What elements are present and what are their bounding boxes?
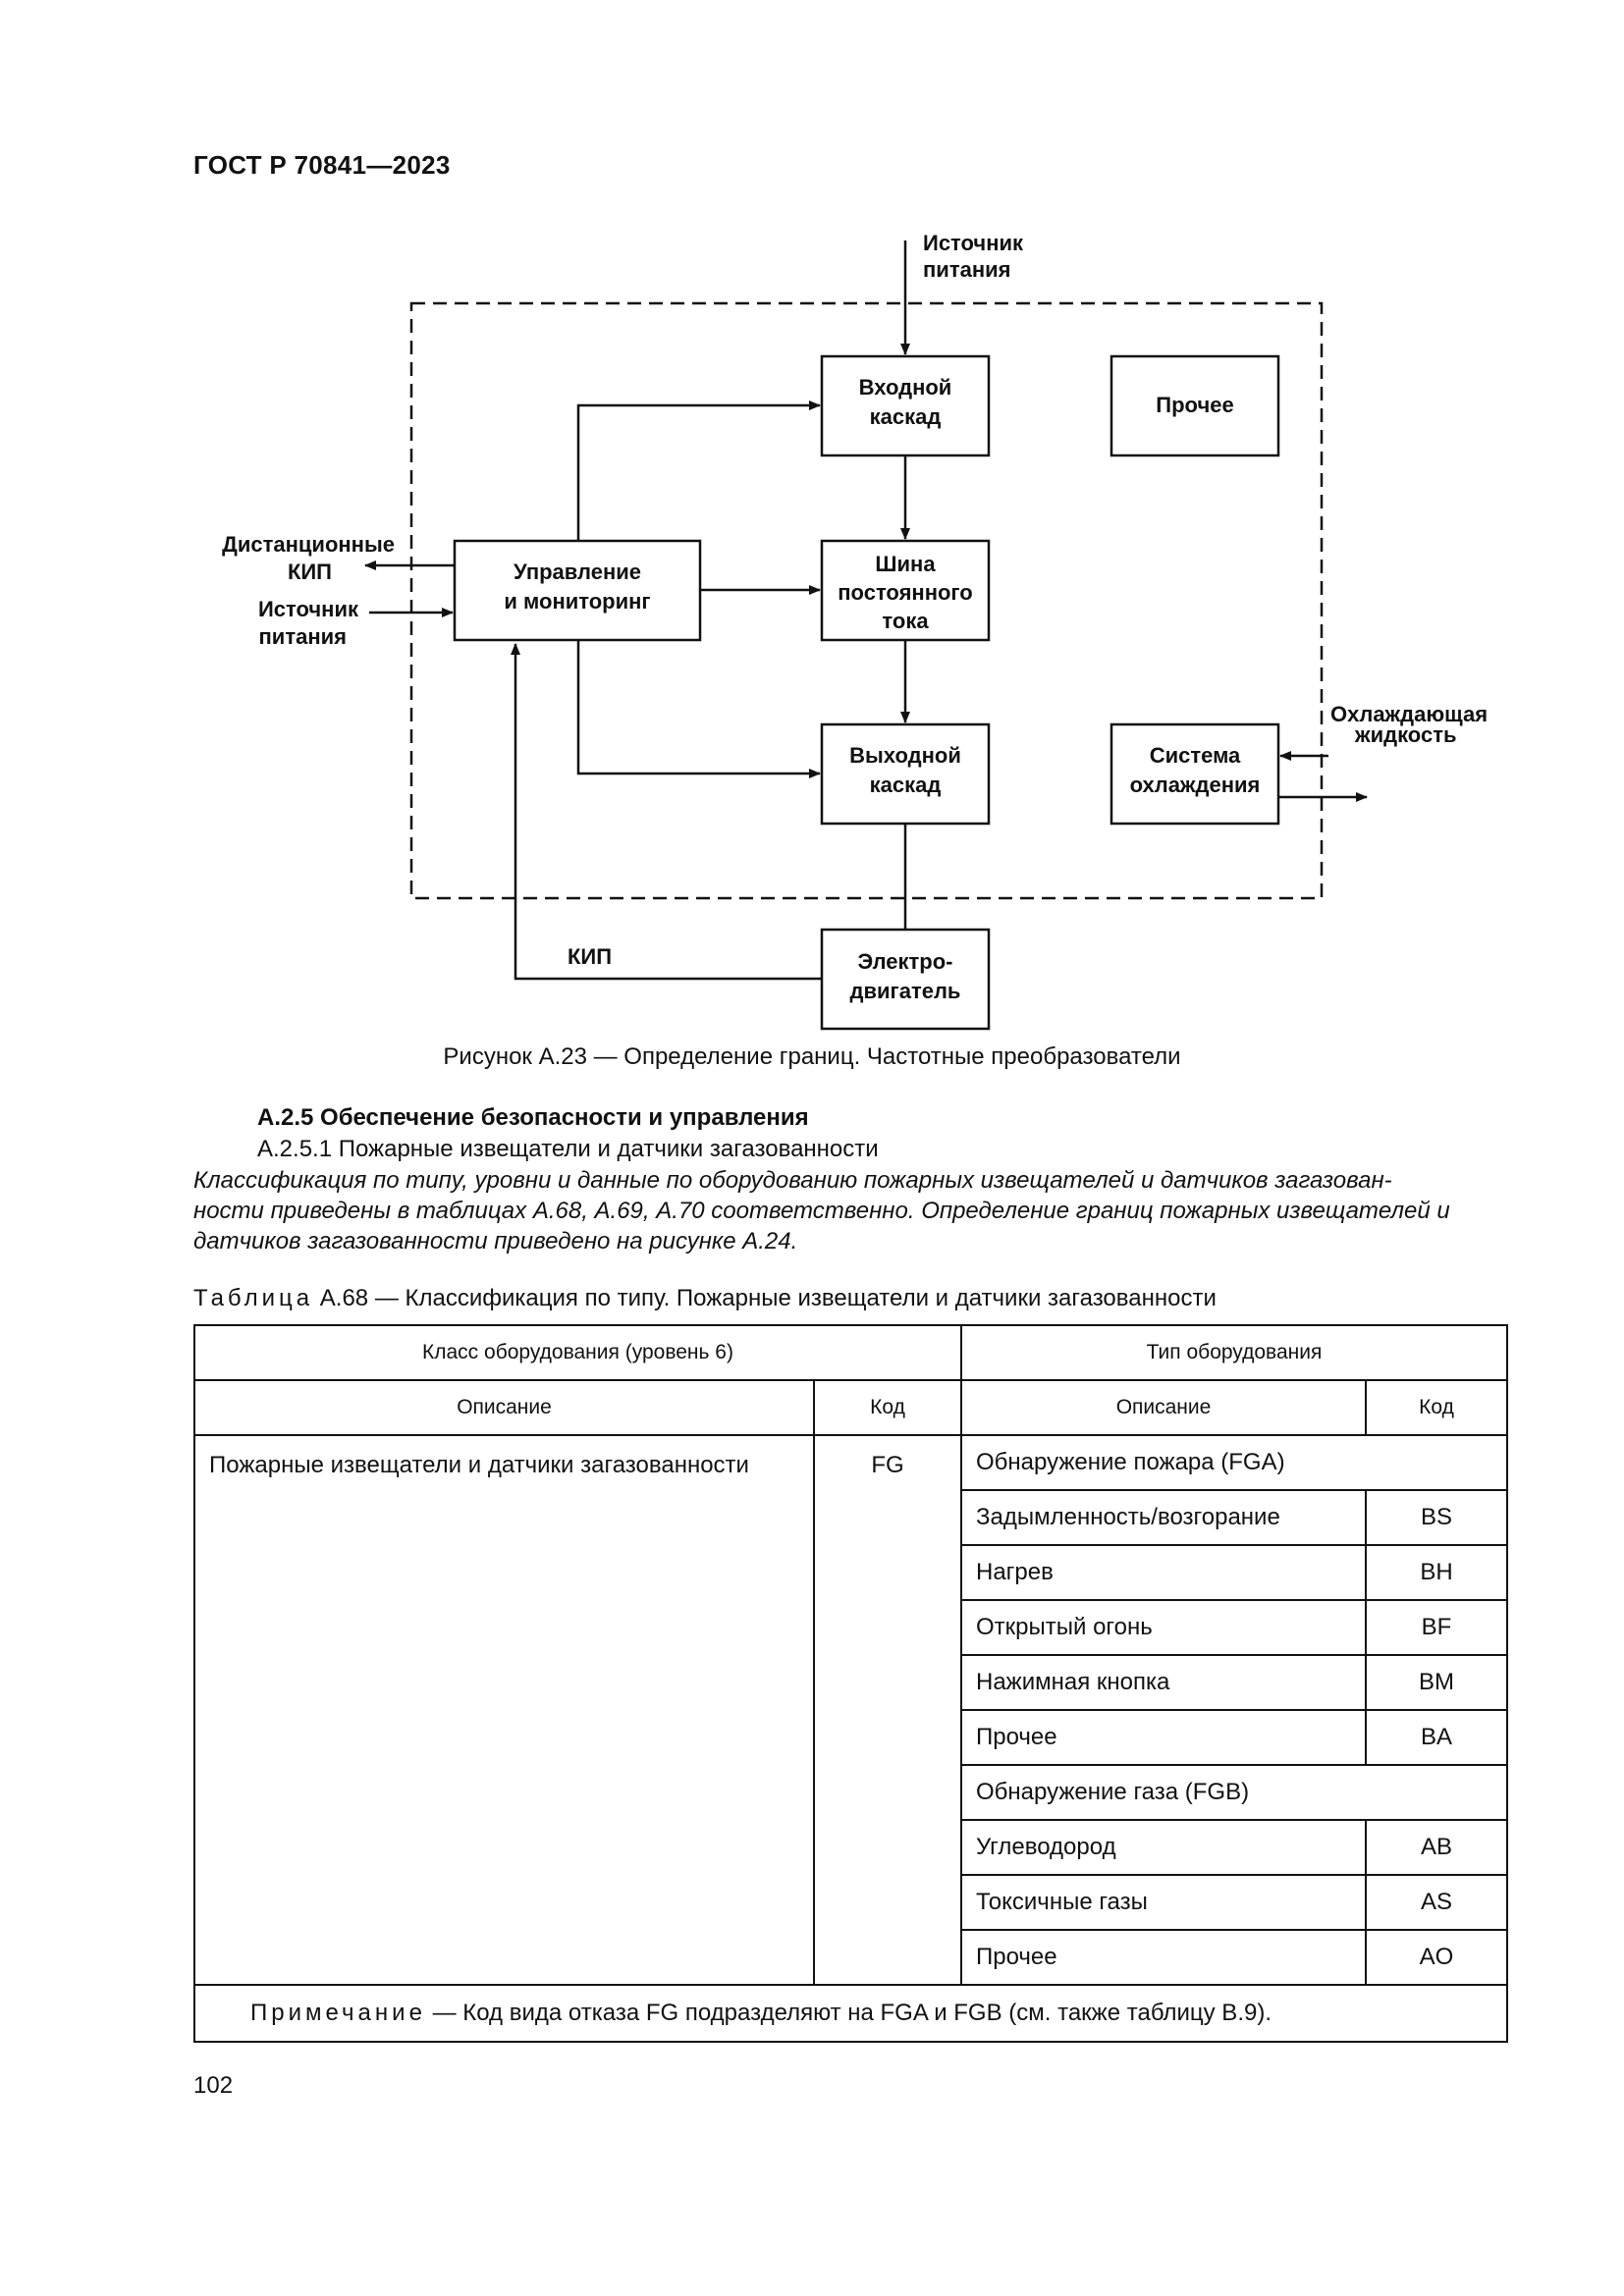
label-kip: КИП [568,944,612,969]
boundary-frame [409,301,1324,900]
table-note: Примечание — Код вида отказа FG подразде… [193,1984,1508,2043]
table-row: Обнаружение газа (FGB) [194,1764,1508,1821]
table-row: Пожарные извещатели и датчики загазованн… [193,1434,1508,1986]
table-caption: Таблица А.68 — Классификация по типу. По… [193,1285,1217,1311]
document-header: ГОСТ Р 70841—2023 [193,150,451,180]
group-fga: Обнаружение пожара (FGA) [960,1434,1508,1491]
class-description: Пожарные извещатели и датчики загазованн… [193,1434,815,1986]
table-subheader-row: Описание Код Описание Код [193,1379,1508,1436]
header-desc-class: Описание [193,1379,815,1436]
table-note-row: Примечание — Код вида отказа FG подразде… [193,1984,1508,2043]
header-equipment-type: Тип оборудования [960,1324,1508,1381]
header-equipment-class: Класс оборудования (уровень 6) [193,1324,962,1381]
page-number: 102 [193,2072,234,2099]
label-motor: Электро-двигатель [850,949,961,1003]
cooling-box [1110,722,1280,826]
subsection-heading: А.2.5.1 Пожарные извещатели и датчики за… [257,1136,879,1162]
label-other: Прочее [1156,393,1233,417]
class-code: FG [813,1434,962,1986]
other-box [1110,354,1280,457]
header-code-type: Код [1365,1379,1508,1436]
classification-table: Класс оборудования (уровень 6) Тип обору… [193,1324,1508,2043]
header-desc-type: Описание [960,1379,1367,1436]
figure-caption: Рисунок А.23 — Определение границ. Часто… [443,1043,1181,1070]
group-fgb: Обнаружение газа (FGB) [960,1764,1508,1821]
section-heading: А.2.5 Обеспечение безопасности и управле… [257,1104,809,1131]
header-code-class: Код [813,1379,962,1436]
table-header-row: Класс оборудования (уровень 6) Тип обору… [193,1324,1508,1381]
intro-paragraph: Классификация по типу, уровни и данные п… [193,1167,1450,1255]
